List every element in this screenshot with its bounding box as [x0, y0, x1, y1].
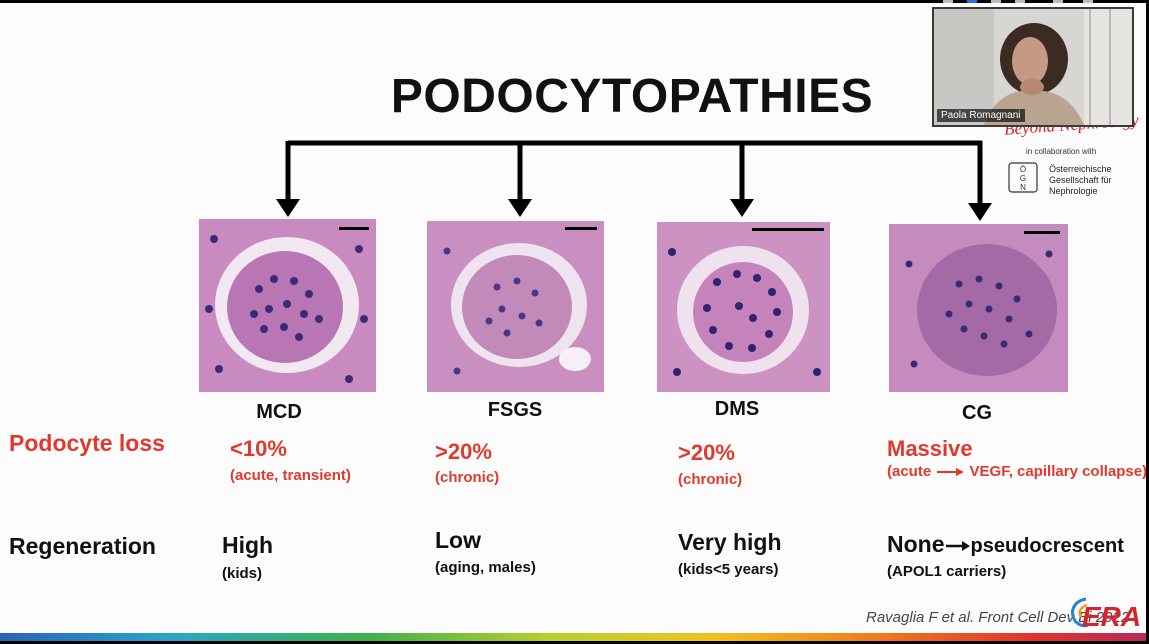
participant-video-tile[interactable]: Paola Romagnani: [932, 7, 1134, 127]
loss-note-mcd: (acute, transient): [230, 467, 351, 484]
disease-label-mcd: MCD: [256, 401, 302, 423]
ogn-line: Nephrologie: [1049, 186, 1098, 196]
era-logo: ERA: [1082, 601, 1142, 632]
micrograph-fsgs: [427, 221, 604, 392]
rainbow-bar: [0, 633, 1146, 641]
loss-note-cg: (acute VEGF, capillary collapse): [887, 463, 1146, 480]
disease-label-fsgs: FSGS: [487, 399, 543, 421]
partner-collab-text: in collaboration with: [1026, 147, 1097, 156]
loss-value-mcd: <10%: [230, 436, 287, 461]
regen-value-mcd: High: [222, 532, 274, 558]
ogn-letter-3: N: [1020, 183, 1026, 192]
arrow-down-icon: [968, 203, 992, 221]
row-label-podocyte-loss: Podocyte loss: [9, 430, 165, 456]
hierarchy-connector: [276, 140, 992, 221]
disease-label-cg: CG: [962, 402, 992, 424]
arrow-right-icon: [937, 468, 965, 477]
regen-value-cg-b: pseudocrescent: [970, 535, 1124, 557]
regen-value-fsgs: Low: [435, 527, 481, 553]
loss-value-dms: >20%: [678, 440, 735, 465]
arrow-down-icon: [508, 199, 532, 217]
arrow-down-icon: [276, 199, 300, 217]
loss-note-cg-b: VEGF, capillary collapse): [969, 463, 1146, 480]
ogn-letter-1: Ö: [1020, 165, 1026, 174]
citation: Ravaglia F et al. Front Cell Dev Bi 2022: [866, 609, 1130, 626]
arrow-right-icon: [945, 540, 970, 551]
arrow-down-icon: [730, 199, 754, 217]
loss-note-fsgs: (chronic): [435, 469, 500, 486]
participant-name: Paola Romagnani: [937, 109, 1025, 122]
loss-value-fsgs: >20%: [435, 439, 492, 464]
micrograph-dms: [657, 222, 830, 392]
loss-note-cg-a: (acute: [887, 463, 932, 480]
regen-value-cg-a: None: [887, 531, 945, 557]
ogn-line: Österreichische: [1049, 164, 1112, 174]
regen-value-dms: Very high: [678, 529, 782, 555]
micrograph-cg: [889, 224, 1068, 392]
loss-note-dms: (chronic): [678, 471, 743, 488]
slide-title: PODOCYTOPATHIES: [390, 70, 874, 123]
ogn-org-name: Österreichische Gesellschaft für Nephrol…: [1049, 164, 1129, 197]
ogn-logo: Ö G N: [1008, 162, 1038, 193]
regen-note-fsgs: (aging, males): [435, 559, 536, 576]
participant-video-frame: [934, 9, 1132, 125]
era-swoosh-icon: [1071, 597, 1089, 628]
loss-value-cg: Massive: [887, 436, 973, 461]
ogn-letter-2: G: [1020, 174, 1026, 183]
micrograph-mcd: [199, 219, 376, 392]
regen-note-cg: (APOL1 carriers): [887, 563, 1007, 580]
ogn-line: Gesellschaft für: [1049, 175, 1112, 185]
share-toolbar-indicator: [943, 0, 1093, 3]
regen-value-cg: None pseudocrescent: [887, 531, 1124, 558]
regen-note-mcd: (kids): [222, 565, 263, 582]
regen-note-dms: (kids<5 years): [678, 561, 779, 578]
disease-label-dms: DMS: [714, 398, 760, 420]
row-label-regeneration: Regeneration: [9, 533, 156, 559]
